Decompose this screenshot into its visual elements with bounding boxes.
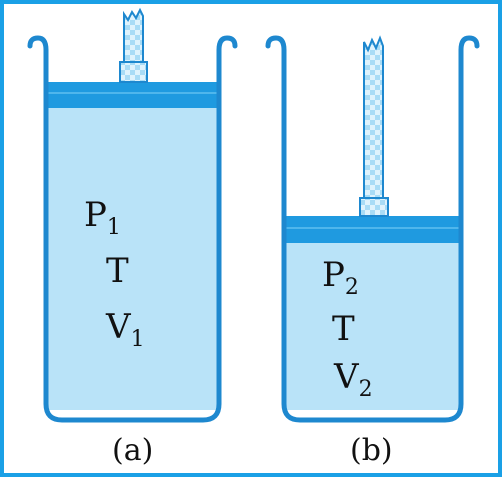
temperature-label-a: T [106, 251, 129, 291]
caption-b: (b) [350, 433, 393, 468]
caption-a: (a) [112, 433, 153, 468]
volume-label-b: V2 [333, 357, 373, 402]
pressure-label-b: P2 [322, 255, 359, 300]
piston-rod-b [359, 35, 389, 217]
beaker-wall-b [265, 35, 480, 423]
temperature-label-b: T [332, 309, 355, 349]
beaker-wall-a [27, 35, 238, 423]
container-a [27, 7, 238, 423]
gas-region-b [285, 243, 461, 410]
container-b [265, 35, 480, 423]
piston-a [45, 82, 220, 108]
piston-rod-a [119, 7, 148, 83]
pressure-label-a: P1 [84, 195, 121, 240]
piston-b [285, 216, 461, 243]
volume-label-a: V1 [105, 307, 145, 352]
gas-region-a [45, 108, 220, 410]
